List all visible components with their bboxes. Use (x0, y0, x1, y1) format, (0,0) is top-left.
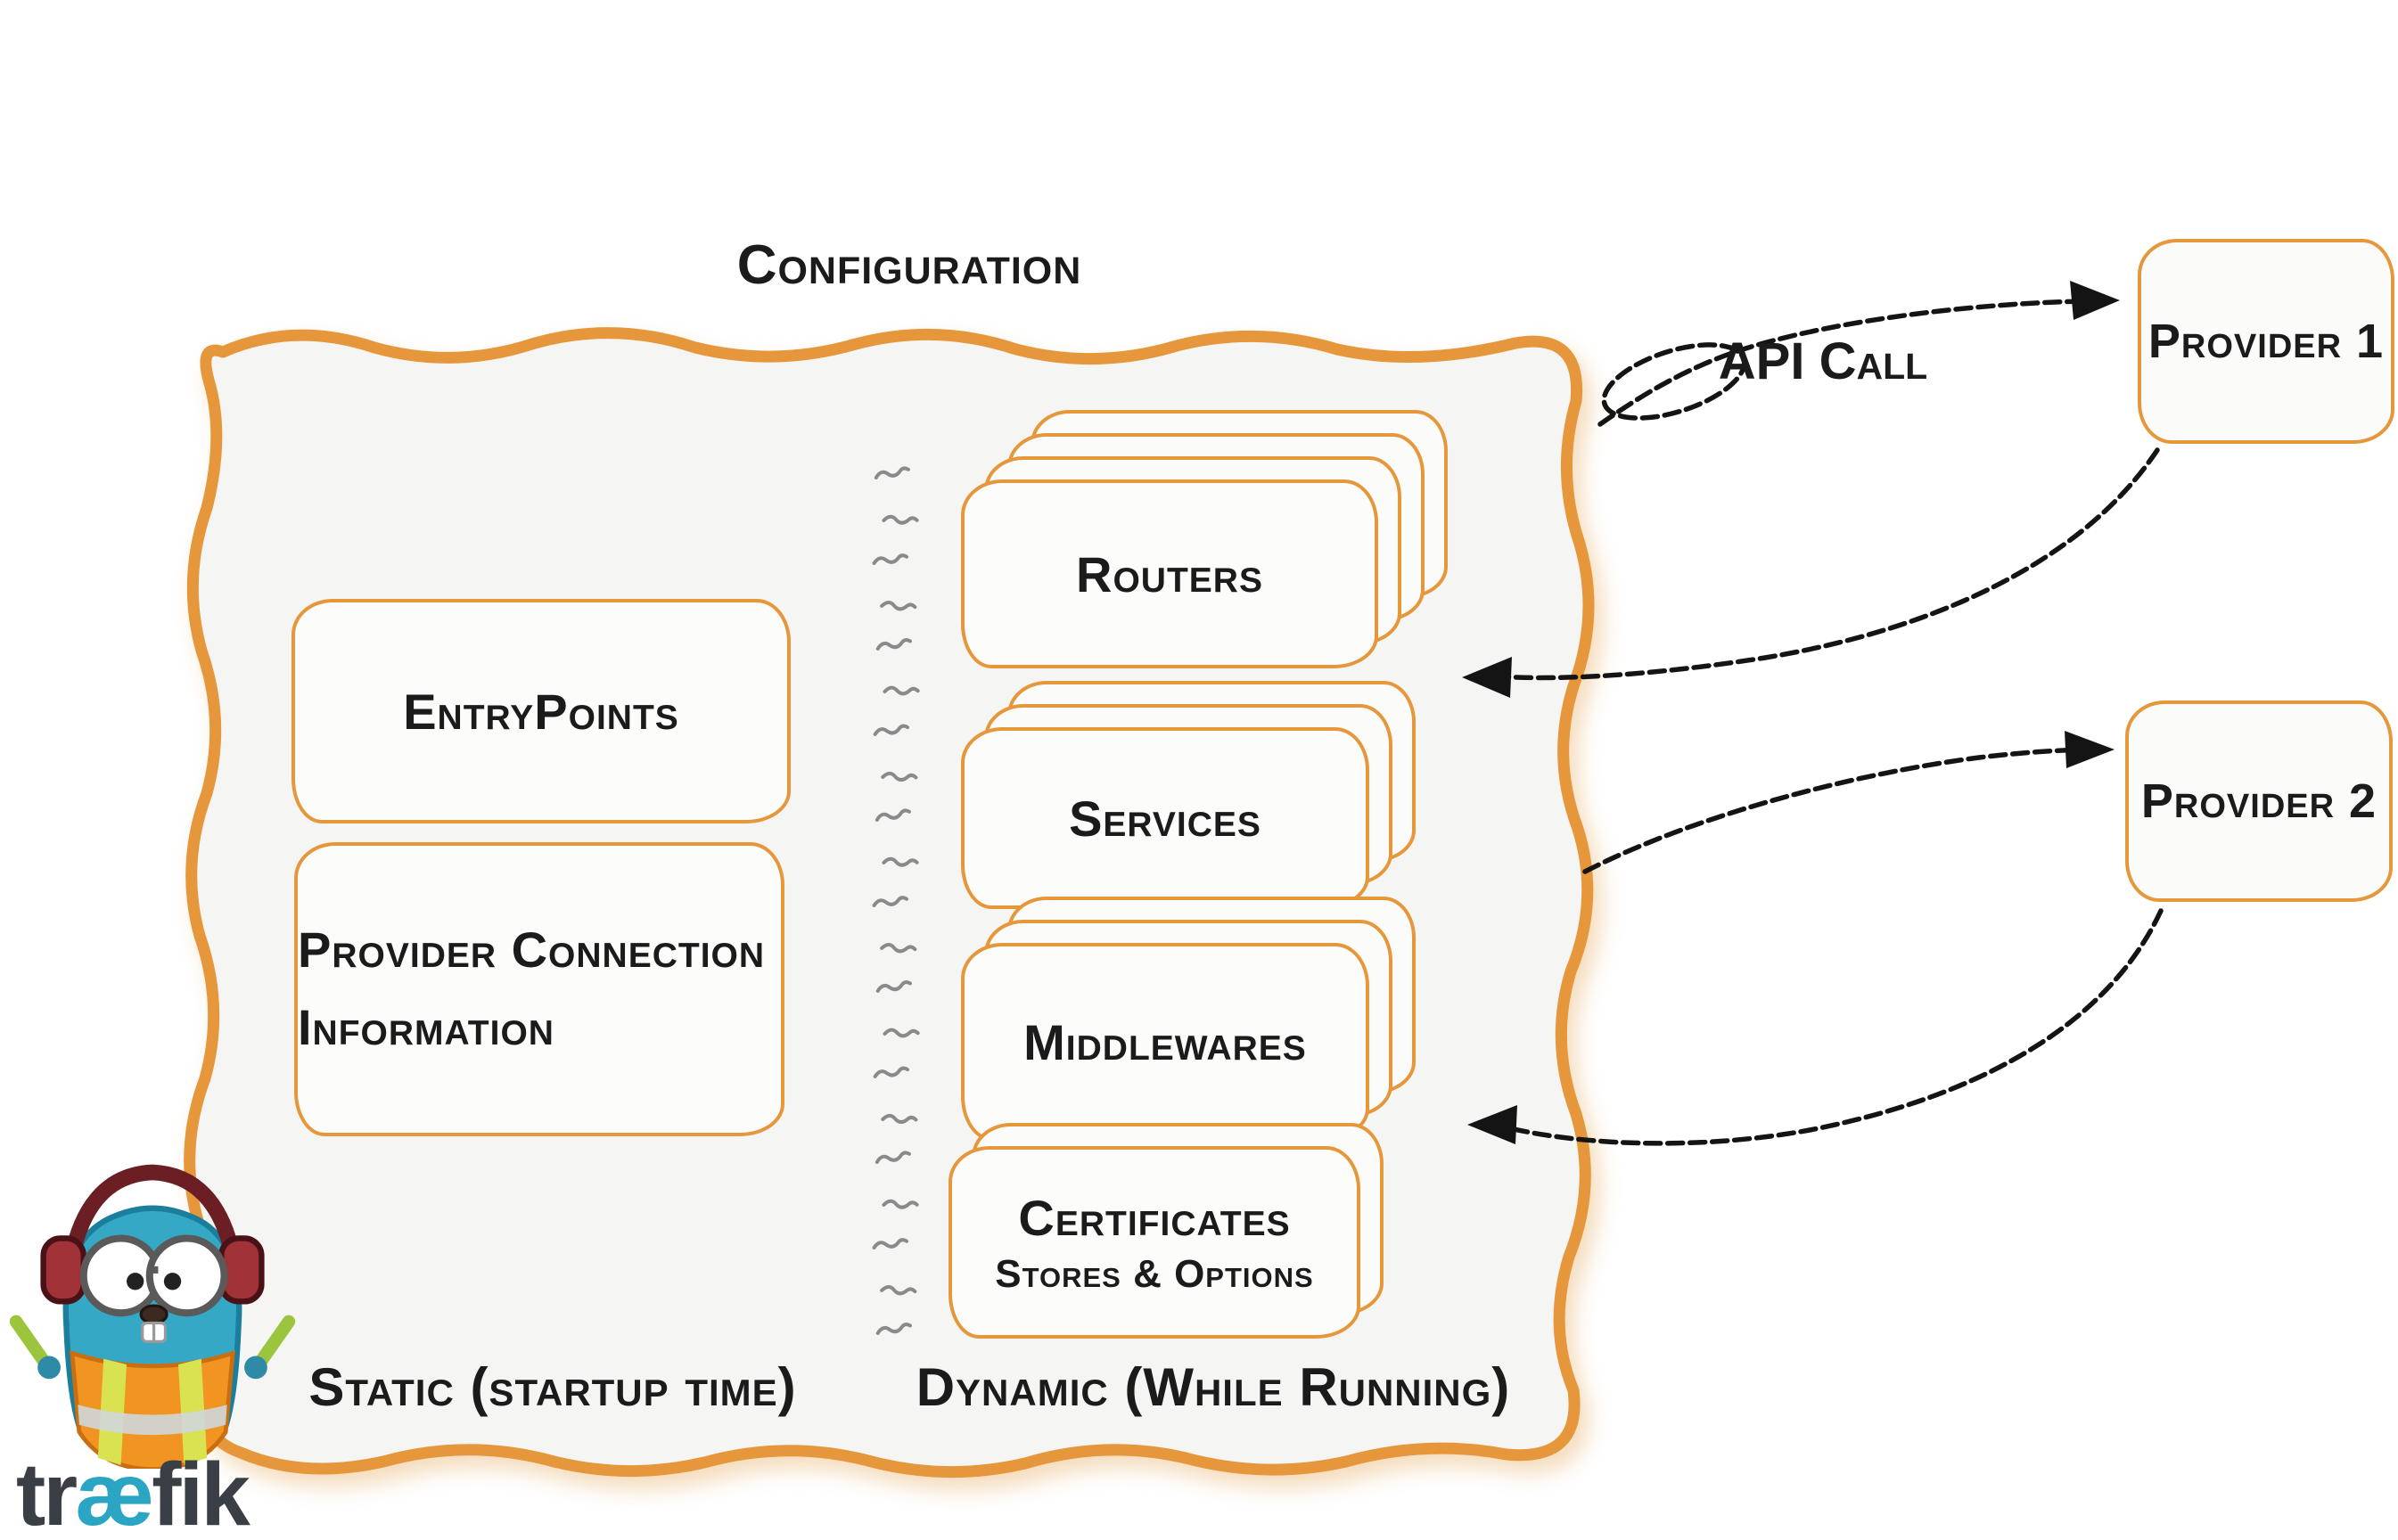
wordmark-tr: tr (16, 1445, 78, 1540)
gopher-safety-vest (70, 1349, 235, 1469)
services-box: Services (961, 727, 1369, 909)
provider-1-label: Provider 1 (2148, 315, 2385, 368)
certificates-label: Certificates (1018, 1189, 1291, 1246)
arrow-provider-1-to-configuration (1462, 447, 2160, 698)
arrow-configuration-to-provider-2 (1582, 731, 2115, 874)
provider-connection-info-box: Provider Connection Information (294, 842, 784, 1136)
certificates-box: Certificates Stores & Options (949, 1146, 1360, 1339)
dynamic-caption: Dynamic (While Running) (916, 1357, 1511, 1417)
traefik-wordmark: træfik (16, 1450, 250, 1539)
middlewares-stack: Middlewares (961, 897, 1416, 1141)
entrypoints-box: EntryPoints (292, 599, 791, 823)
routers-box: Routers (961, 479, 1378, 668)
gopher-headphones (40, 1164, 265, 1305)
routers-label: Routers (1076, 545, 1263, 602)
provider-1-box: Provider 1 (2138, 239, 2394, 444)
middlewares-box: Middlewares (961, 943, 1369, 1141)
services-label: Services (1069, 790, 1261, 847)
arrow-api-call-to-provider-1 (1597, 281, 2120, 427)
traefik-gopher-icon (9, 1164, 296, 1469)
provider-connection-info-label: Provider Connection Information (298, 922, 766, 1055)
services-stack: Services (961, 681, 1416, 909)
traefik-logo (9, 1151, 312, 1540)
api-call-label: API Call (1718, 332, 1928, 390)
provider-2-label: Provider 2 (2140, 774, 2377, 828)
gopher-eyes (79, 1234, 228, 1317)
certificates-sub-label: Stores & Options (995, 1251, 1314, 1296)
certificates-stack: Certificates Stores & Options (949, 1123, 1384, 1339)
middlewares-label: Middlewares (1023, 1013, 1307, 1070)
configuration-title: Configuration (736, 234, 1082, 296)
routers-stack: Routers (961, 410, 1448, 668)
arrow-provider-2-to-configuration (1467, 908, 2164, 1146)
static-caption: Static (startup time) (308, 1357, 797, 1417)
provider-2-box: Provider 2 (2125, 700, 2393, 902)
wordmark-fik: fik (152, 1445, 250, 1540)
entrypoints-label: EntryPoints (403, 683, 679, 740)
gopher-nose (139, 1304, 168, 1344)
gopher-glow-sticks (9, 1315, 296, 1380)
wordmark-ae: æ (75, 1445, 154, 1540)
